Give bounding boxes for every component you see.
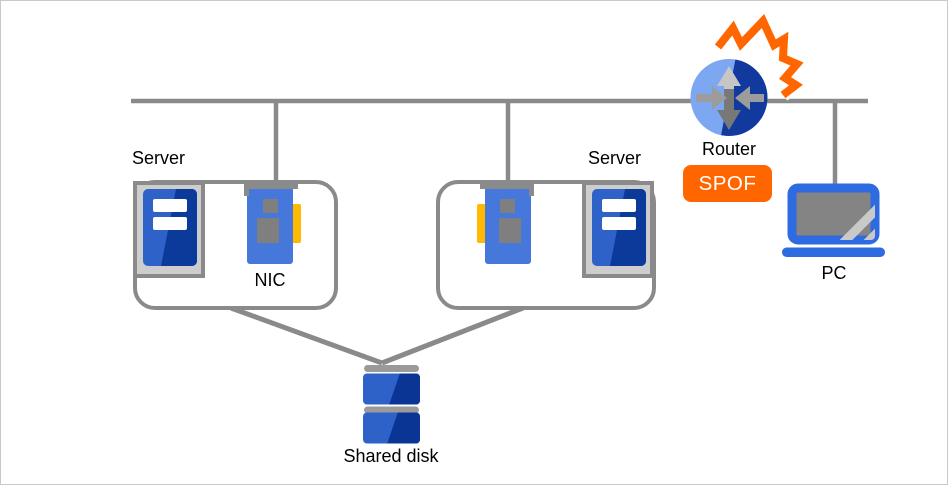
router-icon xyxy=(690,59,768,136)
label-shared-disk: Shared disk xyxy=(343,446,439,466)
label-nic: NIC xyxy=(254,270,286,290)
label-router: Router xyxy=(701,139,757,159)
spof-badge: SPOF xyxy=(683,165,772,202)
disk-link-right xyxy=(381,305,524,366)
server-icon-right xyxy=(582,181,654,278)
spof-badge-text: SPOF xyxy=(698,171,757,195)
failure-burst-icon xyxy=(712,8,809,101)
disk-link-left xyxy=(230,305,383,366)
server-icon-left xyxy=(133,181,205,278)
nic-icon-left xyxy=(244,184,301,264)
label-server-left: Server xyxy=(132,148,186,168)
pc-icon xyxy=(782,183,885,257)
label-pc: PC xyxy=(821,263,847,283)
label-server-right: Server xyxy=(588,148,642,168)
shared-disk-icon xyxy=(363,365,420,444)
nic-icon-right xyxy=(477,184,534,264)
